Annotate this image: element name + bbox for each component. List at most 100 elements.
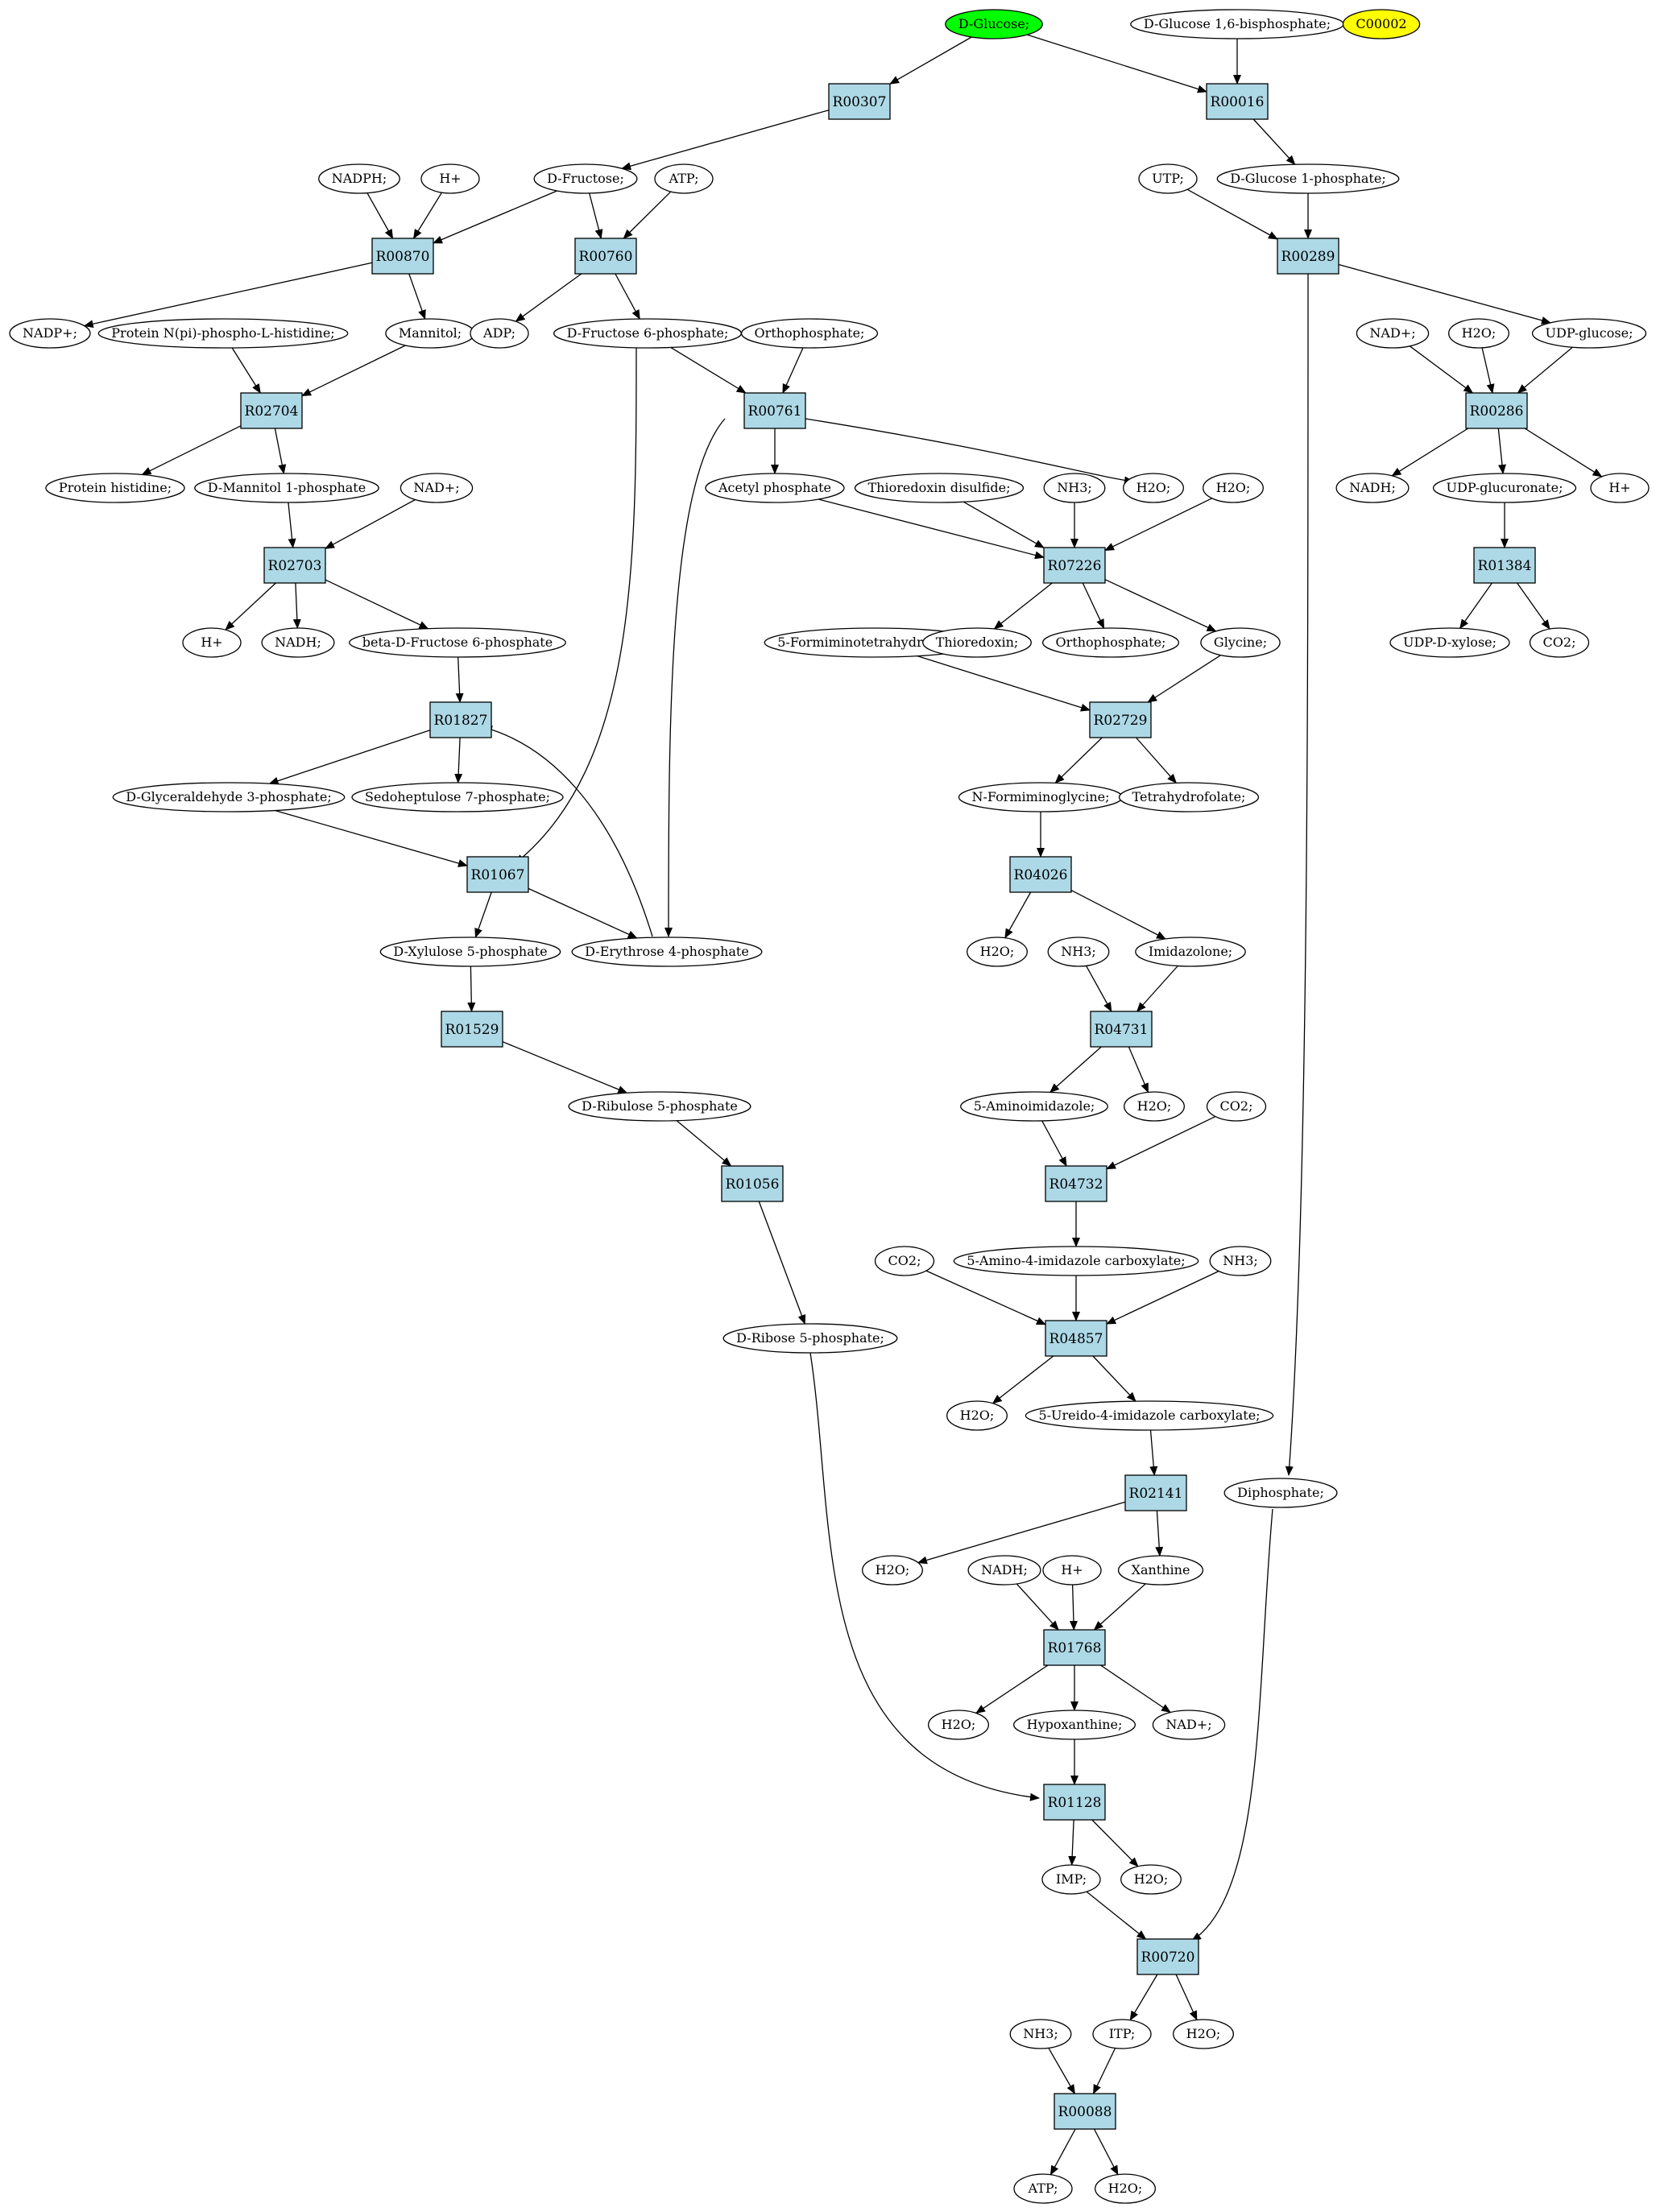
compound-ellipse (967, 1555, 1041, 1586)
edge-arrow (758, 1201, 806, 1325)
edge-arrow (1091, 1819, 1139, 1867)
compound-label: Protein N(pi)-phospho-L-histidine; (111, 325, 334, 341)
reaction-box (1124, 1474, 1187, 1511)
compound-ellipse (1223, 1478, 1338, 1508)
edge-arrow (1338, 263, 1551, 325)
edge-arrow (83, 262, 373, 329)
compound-ellipse (1342, 9, 1421, 39)
edge-arrow (1069, 1584, 1078, 1631)
compound-node: D-Ribulose 5-phosphate (568, 1091, 751, 1122)
compound-ellipse (1041, 627, 1180, 658)
edge-arrow (268, 730, 431, 785)
edge-arrow (1285, 273, 1309, 1476)
compound-ellipse (1123, 473, 1184, 503)
compound-node: Diphosphate; (1223, 1478, 1338, 1508)
compound-node: Orthophosphate; (740, 318, 879, 349)
edge-arrow (1048, 2048, 1075, 2094)
edge-arrow (1086, 965, 1112, 1012)
reaction-box (1473, 547, 1536, 584)
compound-label: H2O; (1134, 1871, 1169, 1887)
compound-node: H2O; (1203, 473, 1264, 503)
edge-arrow (1106, 1271, 1219, 1325)
reaction-label: R02729 (1094, 713, 1148, 729)
compound-node: NH3; (1047, 936, 1110, 967)
edge-arrow (482, 726, 653, 937)
compound-node: ITP; (1092, 2019, 1152, 2049)
compound-label: Imidazolone; (1149, 944, 1232, 959)
edge-arrow (993, 582, 1053, 630)
reaction-box (743, 392, 806, 429)
compound-ellipse (1042, 1555, 1102, 1586)
compound-label: Tetrahydrofolate; (1132, 789, 1246, 804)
reaction-label: R00289 (1281, 249, 1335, 265)
compound-ellipse (1043, 473, 1106, 503)
reaction-box (240, 392, 303, 429)
compound-node: Imidazolone; (1135, 936, 1246, 967)
compound-ellipse (1335, 473, 1410, 503)
edge-arrow (1517, 582, 1550, 630)
edge-arrow (1409, 345, 1474, 394)
edge-arrow (1086, 1891, 1147, 1940)
compound-ellipse (1531, 318, 1647, 349)
reaction-box (574, 238, 637, 275)
compound-node: H2O; (1124, 1091, 1185, 1122)
compound-ellipse (1135, 936, 1246, 967)
compound-node: D-Erythrose 4-phosphate (571, 936, 763, 967)
compound-label: NADH; (981, 1562, 1028, 1577)
edge-arrow (325, 579, 429, 630)
reaction-box (1136, 1938, 1199, 1975)
compound-label: H2O; (876, 1562, 910, 1577)
compound-ellipse (1356, 318, 1430, 349)
compound-label: H2O; (1186, 2026, 1221, 2041)
reaction-node: R04857 (1045, 1320, 1107, 1357)
edge-arrow (589, 192, 603, 239)
edge-arrow (1136, 965, 1178, 1012)
compound-node: H2O; (1123, 473, 1184, 503)
compound-ellipse (1448, 318, 1509, 349)
compound-node: 5-Aminoimidazole; (960, 1091, 1108, 1122)
compound-node: D-Glucose 1-phosphate; (1216, 163, 1400, 194)
reaction-label: R02703 (268, 558, 322, 574)
reaction-node: R04026 (1009, 856, 1072, 893)
compound-ellipse (946, 1400, 1008, 1431)
edge-arrow (1093, 2128, 1119, 2176)
reaction-node: R00307 (828, 83, 891, 120)
compound-node: D-Ribose 5-phosphate; (722, 1323, 898, 1354)
compound-ellipse (1012, 1710, 1136, 1740)
edge-arrow (1016, 1583, 1059, 1631)
edge-arrow (412, 192, 442, 239)
compound-ellipse (740, 318, 879, 349)
reaction-box (1043, 547, 1106, 584)
compound-ellipse (349, 627, 566, 658)
edge-arrow (1093, 1583, 1146, 1631)
reaction-label: R01056 (726, 1176, 780, 1193)
reaction-label: R01827 (434, 713, 488, 729)
edge-arrow (782, 347, 804, 394)
reaction-node: R04731 (1090, 1011, 1153, 1048)
compound-node: H2O; (967, 936, 1028, 967)
compound-node: Acetyl phosphate (705, 473, 845, 503)
reaction-label: R07226 (1048, 558, 1102, 574)
edge-arrow (274, 428, 287, 474)
edge-arrow (474, 891, 492, 938)
compound-label: H2O; (1136, 480, 1171, 495)
compound-label: D-Ribulose 5-phosphate (582, 1098, 738, 1114)
edge-arrow (1186, 188, 1278, 240)
reaction-label: R00720 (1141, 1949, 1195, 1966)
reaction-box (1277, 238, 1339, 275)
compound-node: D-Glucose 1,6-bisphosphate; (1130, 9, 1344, 39)
compound-node: CO2; (874, 1246, 935, 1276)
compound-ellipse (470, 318, 529, 349)
reaction-node: R02141 (1124, 1474, 1187, 1511)
compound-label: NH3; (1061, 944, 1096, 959)
compound-ellipse (1590, 473, 1650, 503)
compound-node: D-Fructose; (533, 163, 638, 194)
reaction-label: R04732 (1049, 1176, 1103, 1193)
compound-label: Diphosphate; (1237, 1485, 1324, 1500)
compound-ellipse (571, 936, 763, 967)
compound-label: UDP-D-xylose; (1403, 635, 1497, 650)
reaction-box (1054, 2093, 1116, 2130)
compound-label: Thioredoxin disulfide; (867, 480, 1010, 495)
compound-label: Orthophosphate; (1056, 635, 1166, 650)
edge-arrow (1092, 1355, 1136, 1402)
